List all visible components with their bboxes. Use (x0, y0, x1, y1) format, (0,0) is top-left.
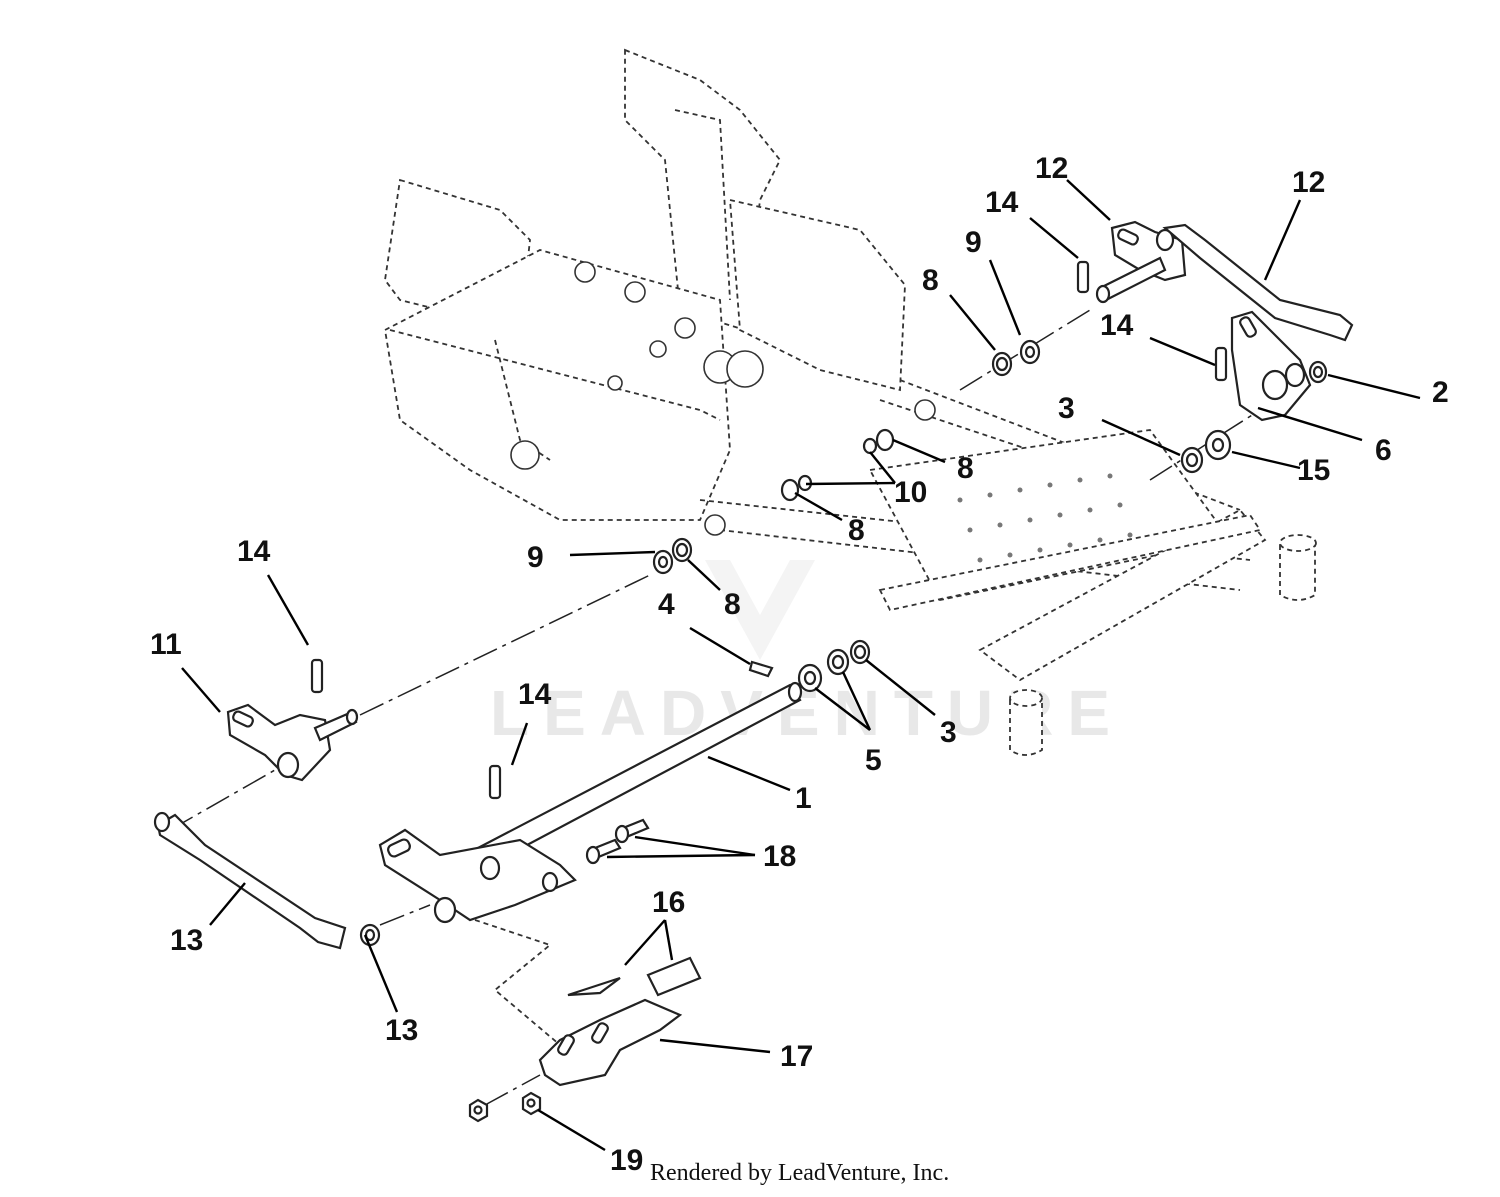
callout-4: 4 (658, 588, 675, 621)
lift-arm-part-6 (1230, 310, 1312, 422)
centerline-bracket-17 (474, 919, 561, 1046)
bell-crank-part-7 (1095, 220, 1187, 304)
callout-8-center-lower: 8 (848, 514, 865, 547)
callout-10: 10 (894, 476, 927, 509)
callout-3-front: 3 (940, 716, 957, 749)
callout-1: 1 (795, 782, 812, 815)
callout-12-left: 13 (170, 924, 203, 957)
roll-pin-right-lower (1214, 346, 1228, 382)
bolts-part-18 (585, 818, 650, 865)
callout-labels: 12 14 12 9 8 14 2 6 3 15 8 10 8 9 8 4 5 … (150, 152, 1449, 1177)
callout-12-right: 12 (1292, 166, 1325, 199)
link-rod-part-12-right (1162, 223, 1354, 342)
callout-14-b: 14 (1100, 309, 1134, 342)
pad-part-16a (567, 976, 621, 997)
roll-pin-right-upper (1076, 260, 1090, 294)
watermark-logo (705, 560, 815, 660)
callout-19: 19 (610, 1144, 643, 1177)
callout-17: 17 (780, 1040, 813, 1073)
callout-13: 13 (385, 1014, 418, 1047)
bell-crank-part-11 (226, 703, 359, 782)
nuts-part-19 (468, 1091, 542, 1123)
callout-11: 11 (150, 628, 182, 661)
callout-5: 5 (865, 744, 882, 777)
centerline-left-link (169, 769, 276, 831)
callout-3-right: 3 (1058, 392, 1075, 425)
key-part-4 (748, 660, 774, 678)
mower-frame (384, 48, 1317, 756)
callout-18: 18 (763, 840, 796, 873)
callout-14-a: 14 (985, 186, 1019, 219)
bushing-part-10-upper (862, 437, 878, 455)
bushing-part-8-center-upper (875, 428, 895, 452)
centerline-nuts-19 (484, 1074, 541, 1106)
leader-lines (181, 179, 1421, 1152)
callout-8-center-upper: 8 (957, 452, 974, 485)
callout-14-c: 14 (237, 535, 271, 568)
centerline-left-shaft (359, 574, 651, 716)
callout-6: 6 (1375, 434, 1392, 467)
link-rod-part-12-left (156, 813, 347, 950)
callout-16: 16 (652, 886, 685, 919)
callout-8-left: 8 (724, 588, 741, 621)
callout-9-left: 9 (527, 541, 544, 574)
bushing-part-8-center-lower (780, 478, 800, 502)
roll-pin-left-upper (310, 658, 324, 694)
callout-2: 2 (1432, 376, 1449, 409)
cross-shaft-end-icon (787, 681, 803, 703)
left-lift-arm (378, 828, 577, 922)
callout-15: 15 (1297, 454, 1330, 487)
bracket-part-17 (538, 998, 683, 1087)
callout-14-d: 14 (518, 678, 552, 711)
callout-7: 12 (1035, 152, 1068, 185)
roll-pin-left-lower (488, 764, 502, 800)
callout-8-right: 8 (922, 264, 939, 297)
callout-9-right: 9 (965, 226, 982, 259)
render-credit: Rendered by LeadVenture, Inc. (650, 1160, 950, 1186)
pad-part-16b (646, 956, 702, 997)
centerline-washer-13 (379, 904, 431, 926)
